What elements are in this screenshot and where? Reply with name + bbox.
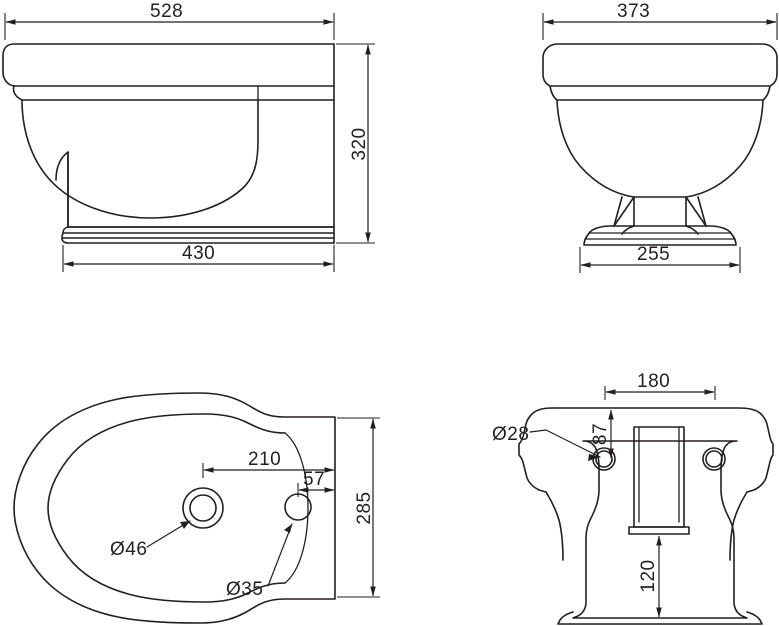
dim-57-label: 57 [303,469,325,490]
dim-d35-arrowhead [284,524,292,533]
plan-inlet-circle [284,493,312,521]
dim-210-label: 210 [248,449,281,470]
rear-fixing-hole-right [702,447,726,471]
dim-528: 528 [4,1,335,40]
dim-d28: Ø28 [492,424,601,461]
plan-outer-outline [13,392,336,624]
side-pedestal-left [67,151,335,228]
plan-outlet-outer-circle [182,487,224,529]
view-front-elevation: 373 255 [542,1,778,273]
rear-centre-slot-bottom [628,526,690,535]
side-base-plinth [61,226,335,244]
dim-285: 285 [337,417,380,598]
dim-180-label: 180 [637,371,670,392]
front-rim-outline [542,43,778,87]
rear-left-wing [545,491,564,561]
rear-right-wing [729,491,748,561]
view-side-elevation: 528 320 430 [2,1,375,272]
side-bowl-outline [21,99,259,219]
dim-d46-arrowhead [180,521,190,529]
dim-d46-label: Ø46 [110,539,147,560]
dim-285-label: 285 [354,491,375,524]
dim-d28-arrowhead [588,454,600,461]
side-rim-moulding [12,85,335,101]
front-base-plinth [583,225,737,246]
plan-outlet-hole [182,487,224,529]
dim-120: 120 [638,535,662,618]
rear-centre-slot-inner [638,426,680,523]
front-pedestal-outline [621,196,699,235]
view-rear: Ø28 180 87 120 [492,371,774,625]
rear-fixing-hole-right-inner [705,450,723,468]
plan-inner-outline [47,413,286,603]
dim-255-label: 255 [637,244,670,265]
plan-outlet-inner-circle [189,494,217,522]
rear-fixing-hole-left [592,447,616,471]
rear-centre-slot [633,426,685,528]
rear-upper-flange [551,407,774,493]
rear-fixing-hole-left-inner [595,450,613,468]
dim-430: 430 [62,243,335,272]
dim-373: 373 [542,1,778,40]
front-pedestal-body [613,196,707,227]
rear-upper-flange-left [518,407,553,493]
front-rim-moulding [549,85,771,101]
dim-d28-label: Ø28 [492,424,529,445]
dim-87: 87 [590,409,614,459]
dim-57: 57 [297,469,335,497]
rear-base-plinth [557,611,763,625]
rear-fixing-hole-right-outer [702,447,726,471]
dim-180: 180 [604,371,716,400]
front-bowl-outline [556,99,764,198]
front-pedestal-sides [613,196,707,227]
dim-320-label: 320 [349,127,370,160]
plan-inner-right-edge [284,432,309,584]
dim-d28-leader-line [529,429,601,458]
side-pedestal-outline [55,151,69,228]
dim-120-label: 120 [638,559,659,592]
dim-d35-label: Ø35 [226,579,263,600]
dim-87-label: 87 [590,423,611,445]
dim-255: 255 [579,244,741,273]
dim-430-label: 430 [182,243,215,264]
dim-528-label: 528 [150,1,183,22]
dim-373-label: 373 [617,1,650,22]
dim-d35-leader-line [267,523,293,587]
dim-d35: Ø35 [226,523,293,600]
dim-320: 320 [336,43,375,244]
dim-210: 210 [202,449,335,478]
view-plan: Ø46 Ø35 210 57 [13,392,380,624]
dim-d46: Ø46 [110,520,191,560]
side-rim-outline [2,43,335,87]
